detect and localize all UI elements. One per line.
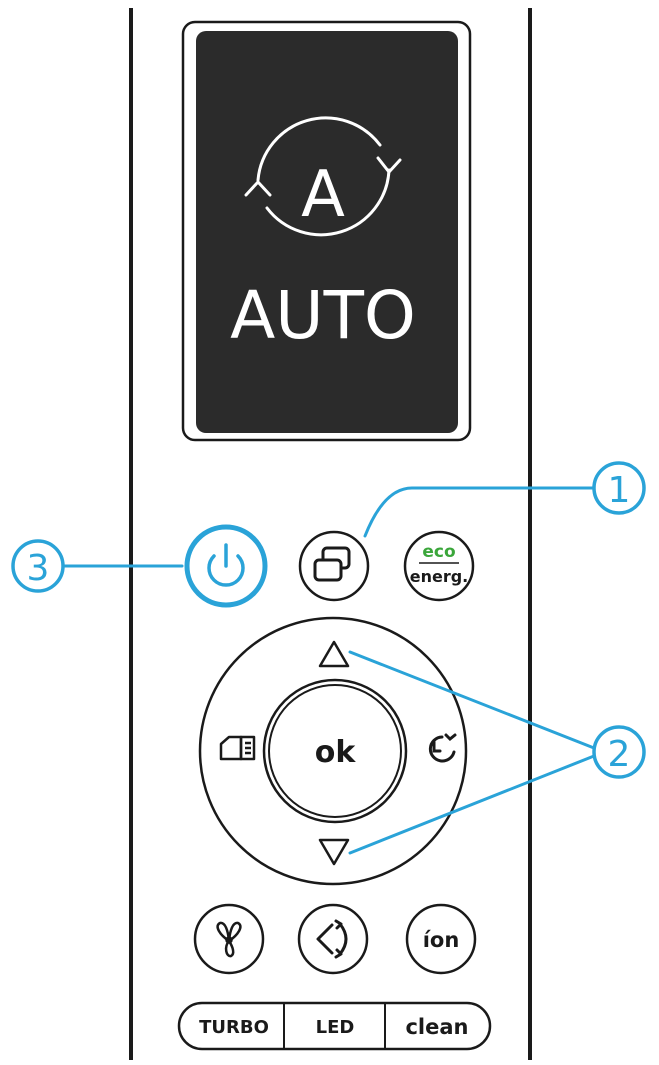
callout-2: 2: [592, 725, 646, 779]
callout-lines: [60, 486, 596, 855]
auto-mode-icon: [244, 116, 402, 237]
callout-line-1: [363, 486, 596, 538]
callout-1: 1: [592, 461, 646, 515]
turbo-button[interactable]: TURBO: [181, 1005, 283, 1047]
right-button[interactable]: [428, 733, 457, 763]
up-button[interactable]: [318, 640, 350, 668]
down-button[interactable]: [318, 838, 350, 866]
fan-icon: [216, 921, 242, 958]
auto-mode-letter: A: [301, 158, 345, 232]
triangle-up-icon: [318, 640, 350, 668]
left-button[interactable]: [219, 735, 256, 761]
callout-line-2a: [348, 650, 596, 750]
triangle-down-icon: [318, 838, 350, 866]
lcd-display: A AUTO: [181, 20, 472, 442]
fan-button[interactable]: [193, 903, 265, 975]
callout-number: 1: [608, 470, 631, 511]
clean-label: clean: [405, 1015, 468, 1039]
eco-energy-button[interactable]: eco energ.: [403, 530, 475, 602]
swing-icon: [316, 919, 348, 959]
mode-label: AUTO: [230, 277, 416, 354]
led-label: LED: [316, 1017, 355, 1038]
menu-list-icon: [219, 735, 256, 761]
callout-3: 3: [11, 539, 65, 593]
clean-button[interactable]: clean: [386, 1005, 488, 1047]
power-button[interactable]: [184, 524, 268, 608]
callout-number: 2: [608, 734, 631, 775]
led-button[interactable]: LED: [285, 1005, 384, 1047]
callout-line-2b: [348, 754, 596, 855]
power-icon: [207, 543, 245, 587]
ok-label: ok: [315, 735, 357, 770]
callout-number: 3: [27, 548, 50, 589]
ok-button[interactable]: ok: [262, 678, 408, 824]
swing-button[interactable]: [297, 903, 369, 975]
ion-button[interactable]: íon: [405, 903, 477, 975]
function-bar: [177, 1001, 492, 1051]
turbo-label: TURBO: [199, 1017, 269, 1038]
energ-label: energ.: [410, 567, 469, 586]
ion-label: íon: [423, 928, 460, 952]
mode-cycle-icon: [313, 546, 351, 582]
eco-label: eco: [422, 542, 455, 562]
timer-icon: [428, 733, 457, 763]
mode-button[interactable]: [298, 530, 370, 602]
